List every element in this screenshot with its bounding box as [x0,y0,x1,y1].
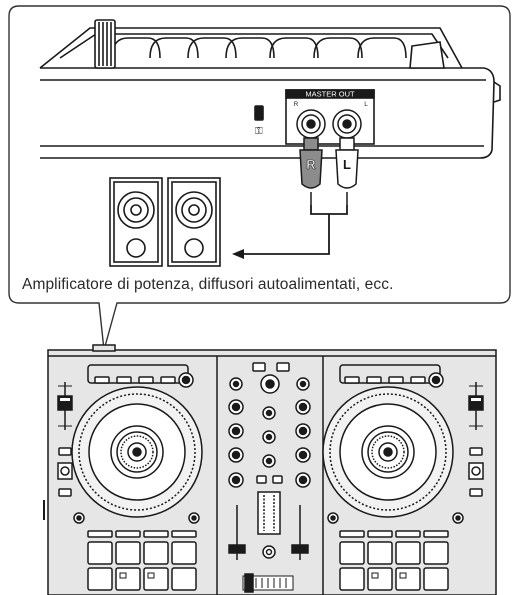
jog-wheel-right [322,386,454,518]
plug-l-letter: L [343,157,351,172]
caption-text: Amplificatore di potenza, diffusori auto… [22,276,394,293]
audio-cable [240,205,348,255]
rca-jack-right [296,109,326,139]
jack-l-label: L [364,101,368,108]
crossfader-knob-rear [94,19,116,69]
speaker-left [109,177,163,267]
rear-side-block [409,41,445,69]
controller-top-view [43,344,497,595]
cable-arrowhead [232,249,244,259]
lock-glyph-icon: ⚿ [255,126,263,137]
controller-rear-view: ⚿ [39,19,501,159]
top-knobs [111,37,407,59]
plug-r-letter: R [306,157,316,172]
deck-left [57,364,203,591]
deck-right [322,364,484,591]
master-out-label: MASTER OUT [305,90,355,99]
rca-jack-left [332,109,362,139]
security-slot-icon [254,105,264,121]
rca-plug-left [335,137,359,205]
mixer-section [228,362,311,593]
jog-wheel-left [71,386,203,518]
jack-r-label: R [294,101,299,108]
rca-plug-right [299,137,323,205]
speaker-right [167,177,221,267]
